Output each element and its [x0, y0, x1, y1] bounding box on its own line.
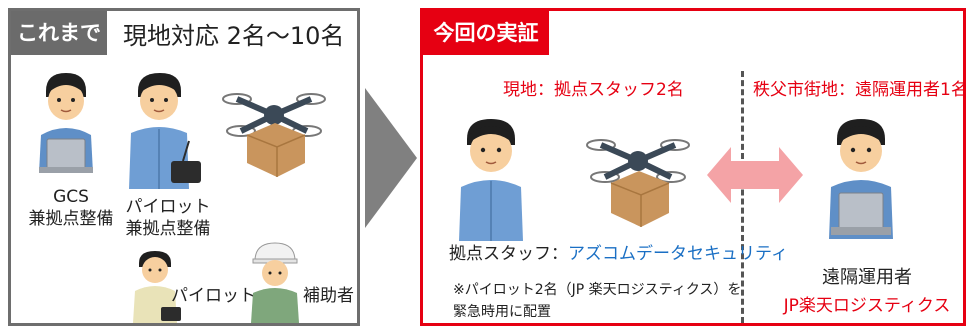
- small-pilot-label: パイロット: [171, 286, 256, 306]
- section-divider: [741, 71, 744, 323]
- remote-operator-illustration: [829, 119, 893, 239]
- gcs-label: GCS 兼拠点整備: [28, 187, 114, 229]
- onsite-staff-illustration: [459, 119, 523, 241]
- pilot-label: パイロット 兼拠点整備: [125, 197, 211, 239]
- remote-operator-label: 遠隔運用者: [822, 267, 912, 288]
- small-pilot-illustration: [133, 251, 181, 323]
- staff-company: アズコムデータセキュリティ: [568, 244, 788, 264]
- transition-arrow-icon: [365, 88, 417, 228]
- before-panel: これまで 現地対応 2名〜10名 GCS 兼拠点整備 パイロット 兼拠点整備: [8, 8, 360, 326]
- drone-with-box-icon: [222, 93, 326, 177]
- pilot-note-line2: 緊急時用に配置: [453, 304, 551, 320]
- remote-title: 秩父市街地：遠隔運用者1名: [753, 80, 968, 100]
- gcs-operator-illustration: [39, 73, 93, 173]
- helper-label: 補助者: [303, 286, 354, 306]
- remote-company: JP楽天ロジスティクス: [783, 296, 951, 316]
- onsite-staff-label: 拠点スタッフ：アズコムデータセキュリティ: [449, 244, 788, 264]
- delivery-drone-icon: [586, 139, 690, 227]
- pilot-illustration: [129, 73, 201, 189]
- onsite-title: 現地：拠点スタッフ2名: [503, 80, 684, 100]
- pilot-note-line1: ※パイロット2名（JP 楽天ロジスティクス）を: [453, 282, 742, 298]
- helper-illustration: [251, 242, 299, 323]
- before-title: 現地対応 2名〜10名: [123, 22, 345, 50]
- after-panel: 今回の実証 現地：拠点スタッフ2名 秩父市街地：遠隔運用者1名: [420, 8, 968, 326]
- communication-arrow-icon: [707, 147, 803, 203]
- after-tag: 今回の実証: [423, 11, 549, 55]
- before-tag: これまで: [11, 11, 107, 55]
